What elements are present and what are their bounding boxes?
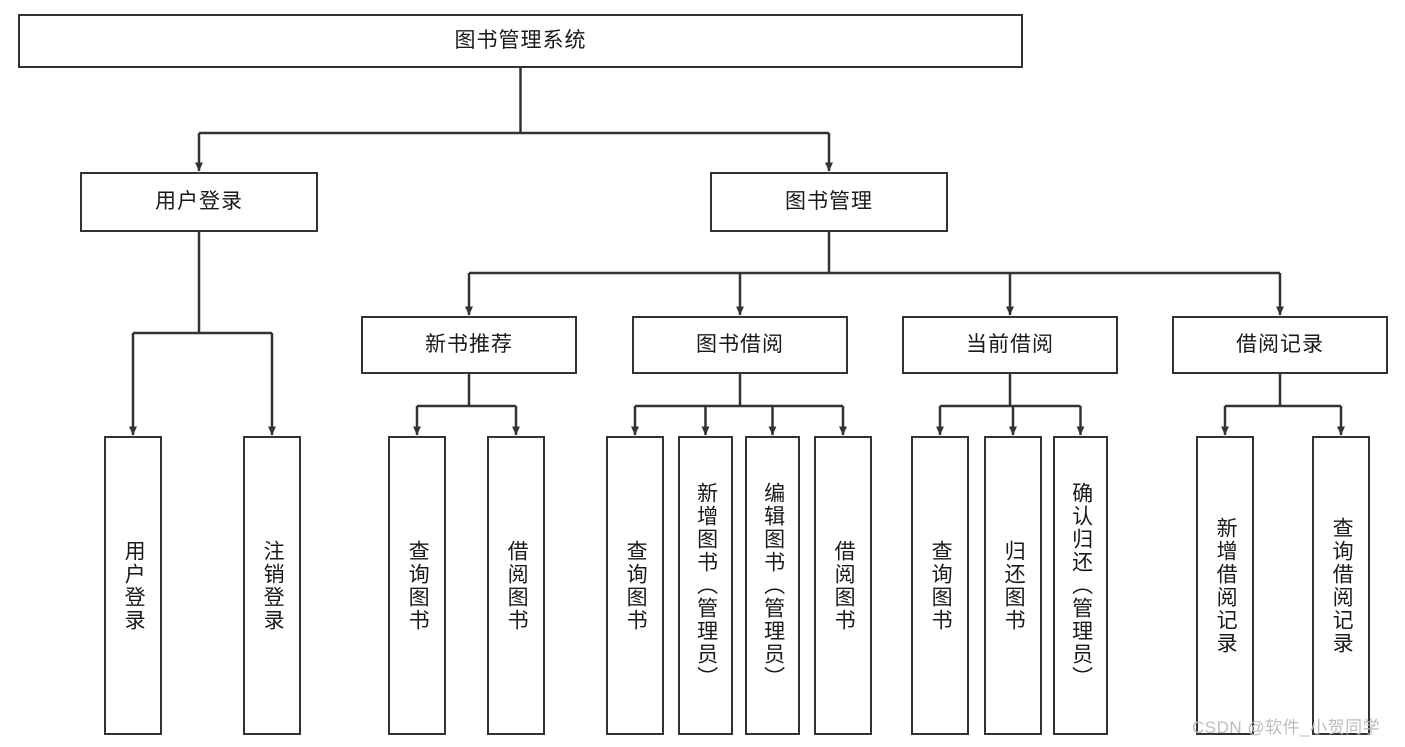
- node-leaf-query-book-3[interactable]: 查询图书: [911, 436, 969, 735]
- node-label: 图书借阅: [696, 333, 784, 357]
- node-new-book-rec[interactable]: 新书推荐: [361, 316, 577, 374]
- node-label: 图书管理: [785, 190, 873, 214]
- node-leaf-confirm-return[interactable]: 确认归还（管理员）: [1053, 436, 1108, 735]
- node-label: 查询借阅记录: [1330, 516, 1354, 655]
- node-label: 新增图书（管理员）: [694, 482, 718, 689]
- node-borrow-record[interactable]: 借阅记录: [1172, 316, 1388, 374]
- node-leaf-query-record[interactable]: 查询借阅记录: [1312, 436, 1370, 735]
- node-leaf-borrow-book-1[interactable]: 借阅图书: [487, 436, 545, 735]
- node-leaf-query-book-2[interactable]: 查询图书: [606, 436, 664, 735]
- node-label: 编辑图书（管理员）: [761, 482, 785, 689]
- node-root[interactable]: 图书管理系统: [18, 14, 1023, 68]
- node-label: 当前借阅: [966, 333, 1054, 357]
- node-label: 确认归还（管理员）: [1069, 482, 1093, 689]
- node-label: 借阅记录: [1236, 333, 1324, 357]
- node-label: 图书管理系统: [454, 29, 587, 53]
- node-book-borrow[interactable]: 图书借阅: [632, 316, 848, 374]
- node-label: 新书推荐: [425, 333, 513, 357]
- edge-group: [129, 68, 1345, 436]
- node-leaf-add-record[interactable]: 新增借阅记录: [1196, 436, 1254, 735]
- node-leaf-borrow-book-2[interactable]: 借阅图书: [814, 436, 872, 735]
- node-label: 借阅图书: [832, 539, 856, 632]
- node-label: 借阅图书: [505, 539, 529, 632]
- node-leaf-query-book-1[interactable]: 查询图书: [388, 436, 446, 735]
- node-label: 归还图书: [1002, 539, 1026, 632]
- node-leaf-add-book[interactable]: 新增图书（管理员）: [678, 436, 733, 735]
- node-current-borrow[interactable]: 当前借阅: [902, 316, 1118, 374]
- node-leaf-logout[interactable]: 注销登录: [243, 436, 301, 735]
- node-label: 查询图书: [406, 539, 430, 632]
- node-label: 新增借阅记录: [1214, 516, 1238, 655]
- node-book-manage[interactable]: 图书管理: [710, 172, 948, 232]
- node-label: 查询图书: [624, 539, 648, 632]
- node-label: 用户登录: [122, 539, 146, 632]
- node-label: 查询图书: [929, 539, 953, 632]
- node-user-login[interactable]: 用户登录: [80, 172, 318, 232]
- node-label: 注销登录: [261, 539, 285, 632]
- node-label: 用户登录: [155, 190, 243, 214]
- node-leaf-user-login[interactable]: 用户登录: [104, 436, 162, 735]
- node-leaf-edit-book[interactable]: 编辑图书（管理员）: [745, 436, 800, 735]
- node-leaf-return-book[interactable]: 归还图书: [984, 436, 1042, 735]
